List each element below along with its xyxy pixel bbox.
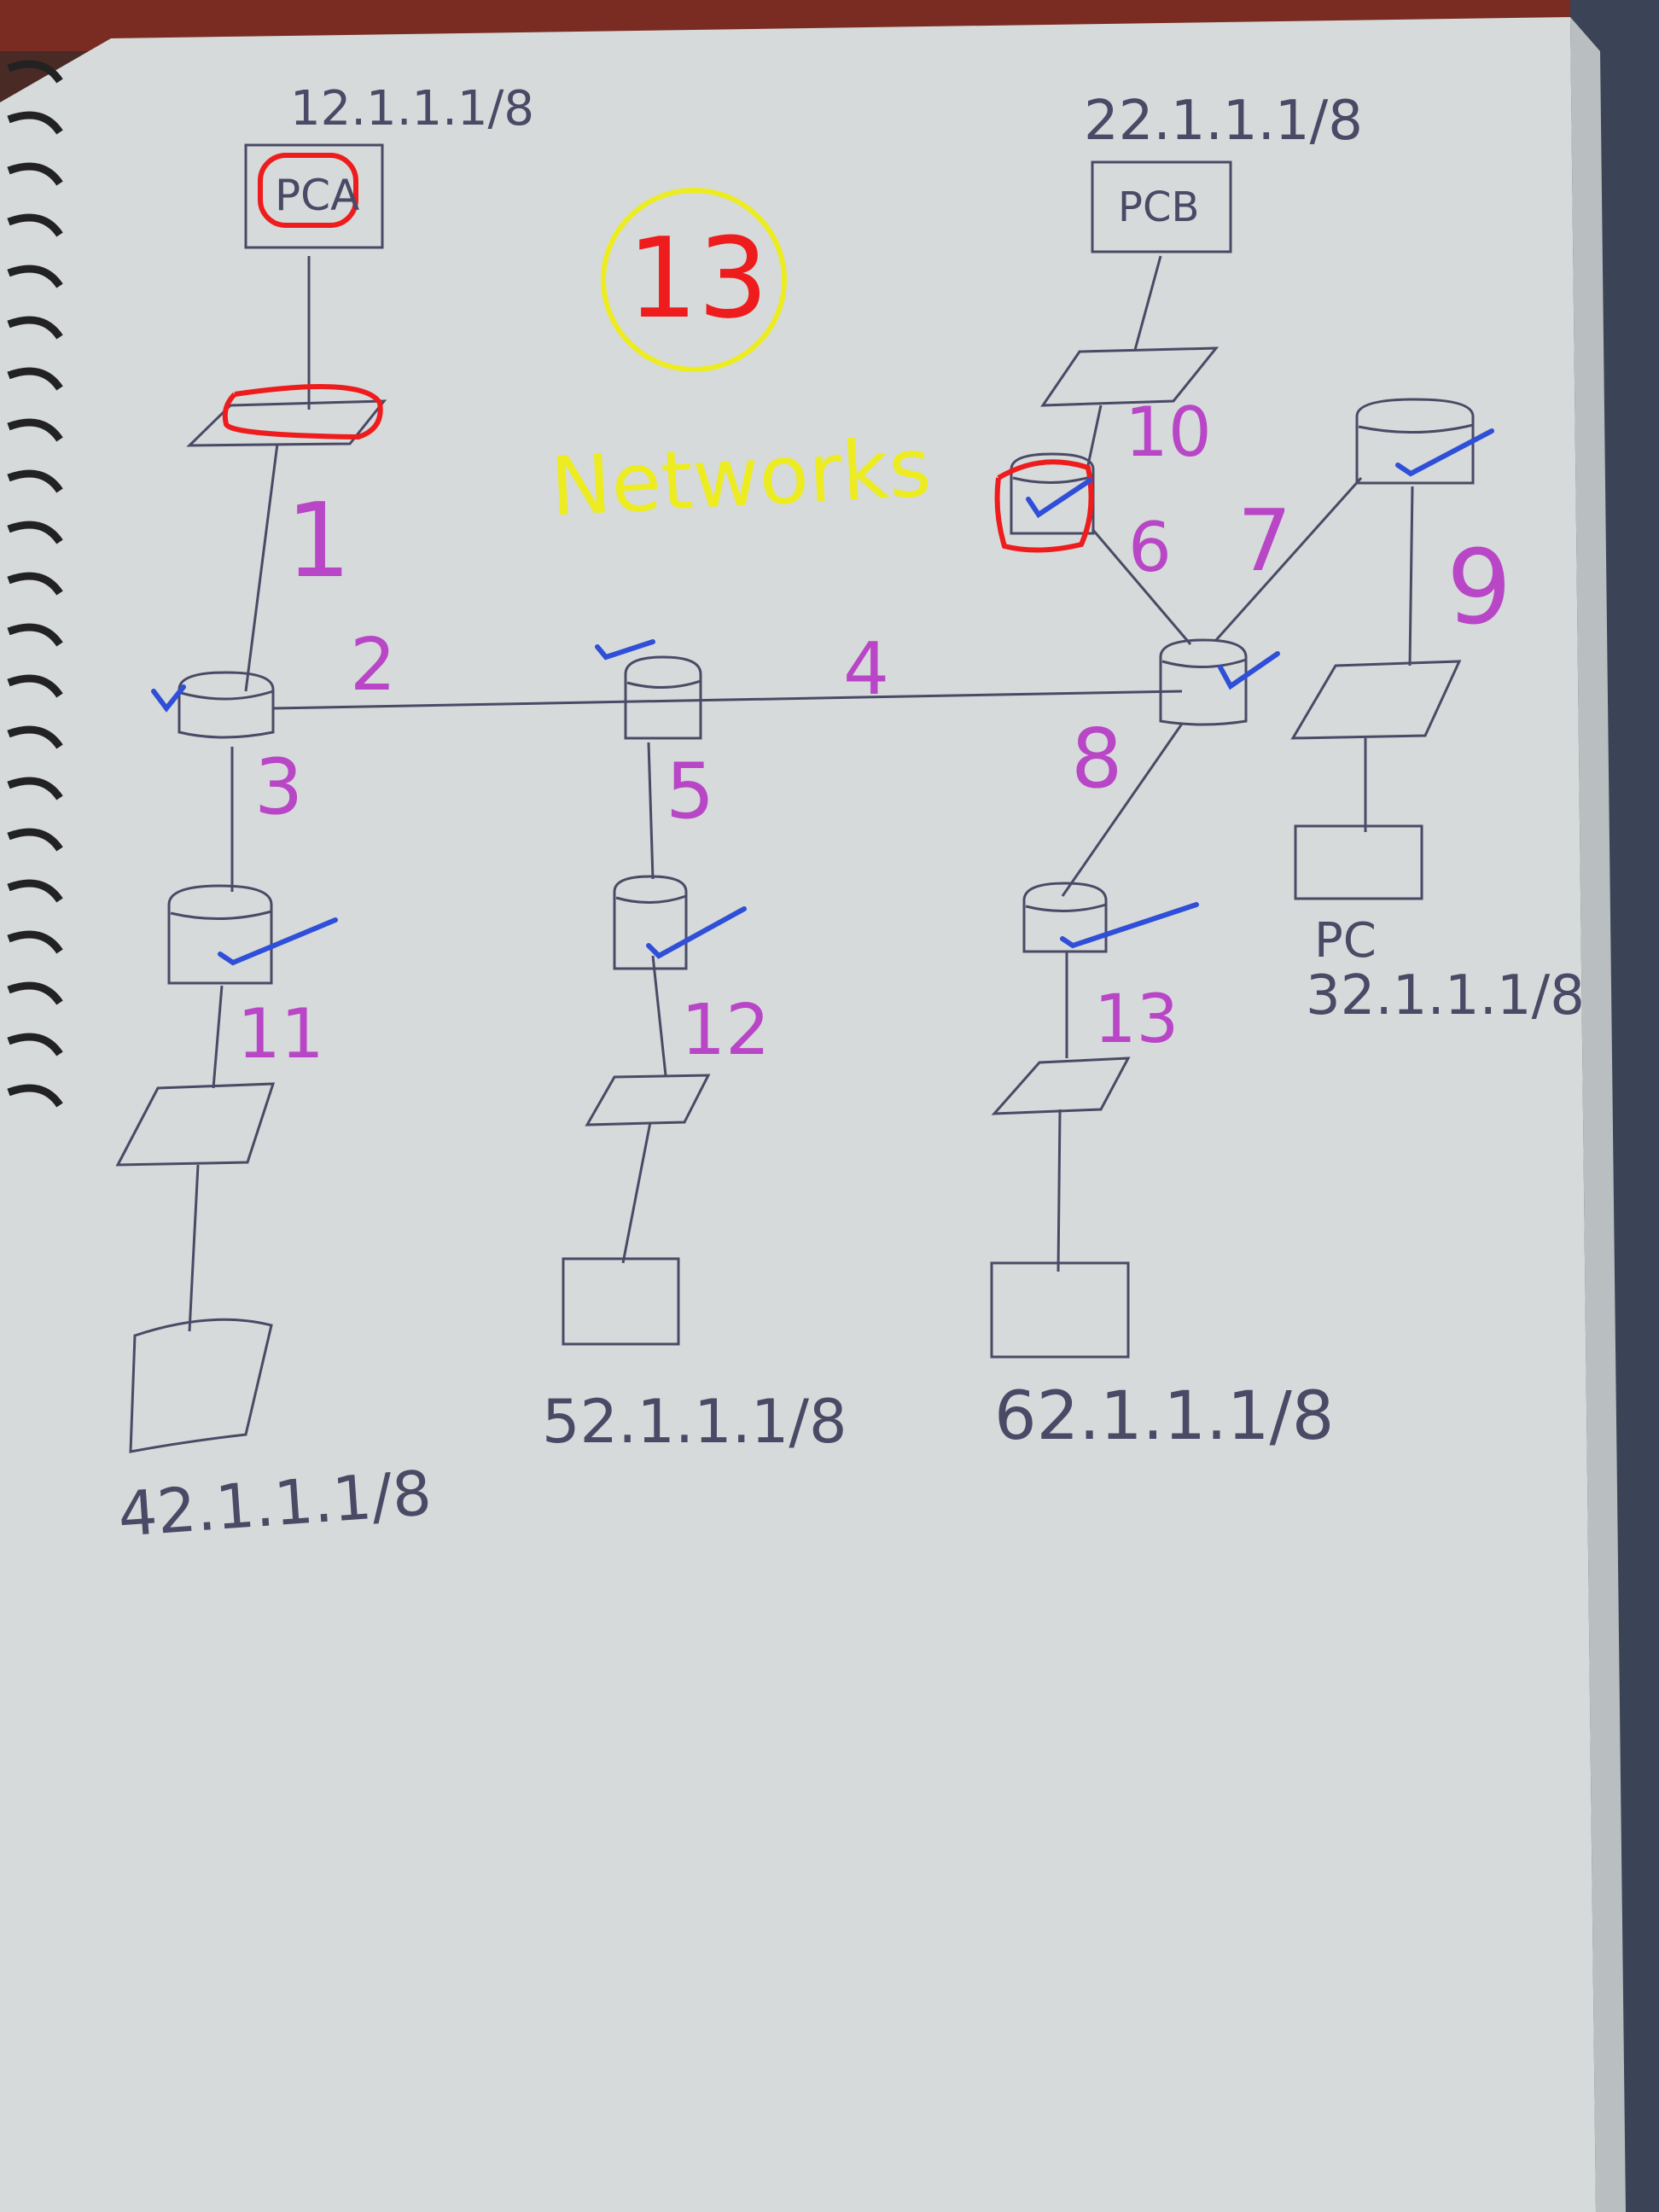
- link-6: [1091, 528, 1192, 645]
- link-8: [1061, 723, 1184, 897]
- pc-icon: [244, 143, 384, 249]
- switch-icon: [186, 399, 387, 447]
- network-label-11: 11: [237, 994, 324, 1074]
- link-12: [651, 955, 667, 1076]
- router-icon: [1159, 638, 1248, 726]
- switch-icon: [991, 1057, 1131, 1115]
- notebook-page: [0, 17, 1596, 2212]
- link-10: [1086, 405, 1103, 466]
- network-label-1: 1: [286, 482, 352, 601]
- spiral-binding-icon: [7, 60, 63, 1108]
- pc-icon: [1091, 160, 1232, 253]
- network-label-3: 3: [254, 742, 304, 832]
- network-label-4: 4: [843, 627, 890, 712]
- router-icon: [1355, 398, 1475, 485]
- host-label-pca: PCA: [275, 171, 360, 220]
- pc-icon: [990, 1261, 1130, 1359]
- link-5: [647, 742, 655, 880]
- network-label-7: 7: [1237, 491, 1292, 591]
- ip-label-right: 32.1.1.1/8: [1306, 964, 1585, 1027]
- router-icon: [613, 875, 688, 970]
- link-pcb-switch: [1133, 255, 1162, 351]
- network-label-9: 9: [1447, 529, 1512, 648]
- network-label-8: 8: [1071, 713, 1123, 806]
- switch-icon: [1290, 660, 1462, 740]
- highlight-count-circle: [601, 188, 787, 372]
- network-label-13: 13: [1094, 981, 1179, 1058]
- link-7: [1214, 476, 1363, 642]
- network-label-6: 6: [1128, 508, 1172, 587]
- check-mark-icon: [151, 428, 1494, 966]
- link-switch-host-middle: [621, 1121, 652, 1264]
- router-icon: [1010, 452, 1095, 535]
- diagram-word-networks: Networks: [548, 421, 934, 535]
- link-switch-host-left: [188, 1164, 200, 1332]
- highlight-switch-pca: [222, 384, 383, 440]
- network-label-5: 5: [666, 747, 715, 836]
- host-label-pcb: PCB: [1118, 183, 1200, 231]
- ip-label-bottom-middle: 52.1.1.1/8: [542, 1387, 847, 1457]
- link-11: [212, 985, 224, 1089]
- switch-icon: [115, 1082, 276, 1167]
- link-9: [1408, 486, 1414, 667]
- link-2-4: [272, 690, 1183, 710]
- count-label: 13: [627, 213, 769, 343]
- link-switch-host-right-bottom: [1057, 1109, 1062, 1272]
- link-1: [244, 443, 279, 692]
- network-label-2: 2: [350, 623, 397, 707]
- switch-icon: [585, 1074, 711, 1126]
- highlight-pca: [258, 153, 358, 228]
- router-icon: [1022, 882, 1108, 953]
- router-icon: [178, 671, 275, 739]
- pc-icon: [562, 1257, 680, 1346]
- network-label-12: 12: [681, 990, 771, 1071]
- network-links: [188, 255, 1414, 1332]
- pc-icon: [129, 1318, 273, 1453]
- highlight-router-pcb: [994, 459, 1094, 553]
- host-label-pc: PC: [1314, 913, 1377, 969]
- ip-label-pcb: 22.1.1.1/8: [1084, 90, 1363, 153]
- network-label-10: 10: [1125, 393, 1212, 472]
- switch-icon: [1040, 346, 1220, 407]
- ip-label-bottom-right: 62.1.1.1/8: [994, 1378, 1335, 1455]
- ip-label-pca: 12.1.1.1/8: [290, 81, 535, 137]
- pc-icon: [1294, 824, 1423, 900]
- router-icon: [624, 655, 702, 740]
- router-icon: [167, 884, 273, 985]
